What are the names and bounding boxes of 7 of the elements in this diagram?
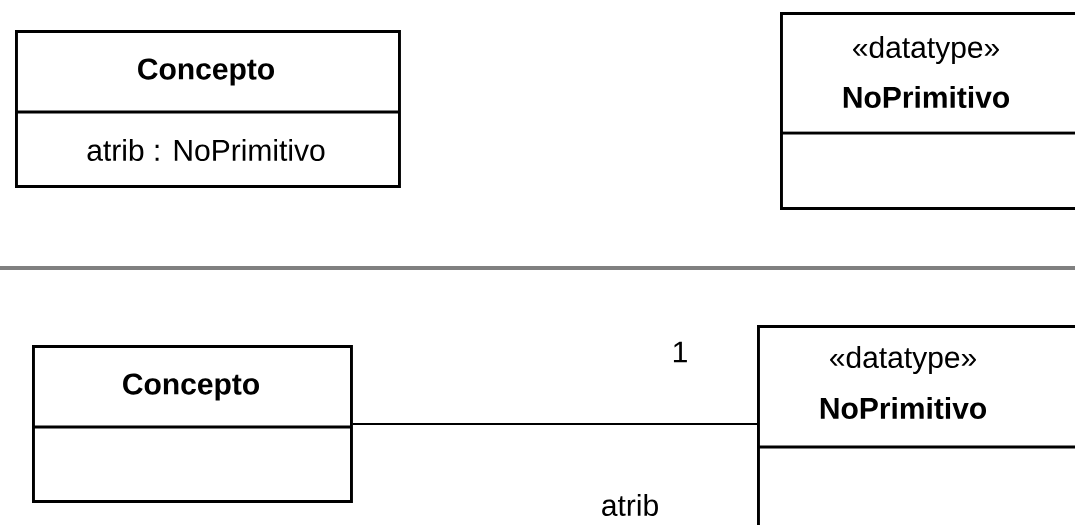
association-line [351, 422, 758, 425]
class-box: Concepto [32, 345, 353, 503]
class-box: Concepto atrib : NoPrimitivo [15, 30, 401, 188]
class-box: «datatype» NoPrimitivo [780, 12, 1075, 210]
role-label: 1 [673, 341, 687, 363]
role-label: atrib [602, 494, 658, 516]
class-box: «datatype» NoPrimitivo [757, 325, 1075, 525]
